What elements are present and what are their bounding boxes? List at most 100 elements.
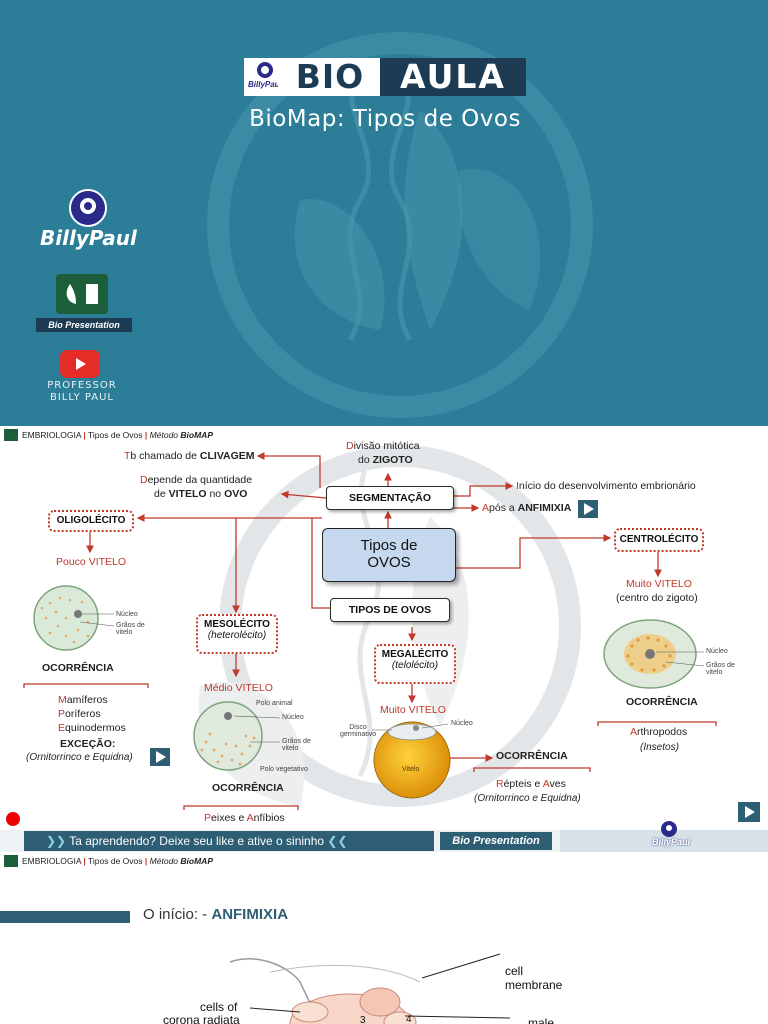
bio-presentation-icon: [4, 855, 18, 867]
oligo-occurrence-list: Mamíferos Poríferos Equinodermos: [58, 694, 126, 734]
brand-aula-text: AULA: [380, 58, 526, 96]
inicio-label: Início do desenvolvimento embrionário: [516, 480, 696, 492]
excecao-label: EXCEÇÃO:: [60, 738, 116, 750]
play-icon: [584, 503, 594, 515]
owl-icon: [69, 189, 107, 227]
mega-ocorrencia: OCORRÊNCIA: [496, 750, 568, 762]
mega-occ-text: épteis e: [503, 778, 541, 790]
record-indicator[interactable]: [6, 812, 20, 826]
tb-text: b chamado de: [130, 450, 197, 462]
inicio-text: nício do desenvolvimento embrionário: [518, 480, 696, 492]
header-method-prefix: Método: [149, 856, 179, 866]
depende-ovo: OVO: [224, 488, 248, 500]
mega-occurrence: Répteis e Aves: [496, 778, 566, 790]
chevron-right-icon: ❯❯: [46, 834, 67, 848]
depende-vitelo: VITELO: [168, 488, 207, 500]
depende-label: Depende da quantidade: [140, 474, 252, 486]
oligo-item: Mamíferos: [58, 694, 126, 706]
tb-clivagem: CLIVAGEM: [199, 450, 255, 462]
graos-label: Grãos de vitelo: [116, 622, 145, 636]
chevron-left-icon: ❮❮: [327, 834, 348, 848]
centro-graos-label: Grãos de vitelo: [706, 662, 735, 676]
center-title-line-2: OVOS: [367, 554, 411, 571]
centro-occ-initial: A: [630, 726, 638, 738]
header-separator: |: [144, 856, 148, 866]
number-3-label: 3: [360, 1015, 366, 1024]
divisao-label: Divisão mitótica: [346, 440, 420, 452]
mega-nucleo-label: Núcleo: [451, 720, 473, 727]
connector-lines: [23, 452, 717, 810]
meso-ocorrencia: OCORRÊNCIA: [212, 782, 284, 794]
bio-presentation-icon: [56, 274, 108, 314]
inicio-initial: I: [516, 480, 519, 492]
footer-bio-presentation: Bio Presentation: [440, 832, 552, 850]
header-method: BioMAP: [180, 856, 213, 866]
billy-paul-mini-logo: BillyPaul: [248, 60, 282, 94]
clivagem-label: Tb chamado de CLIVAGEM: [124, 450, 255, 462]
centro-vitelo-label: Muito VITELO: [626, 578, 692, 590]
segmentacao-node: SEGMENTAÇÃO: [326, 486, 454, 510]
header-topic: Tipos de Ovos: [88, 856, 143, 866]
nucleo-label: Núcleo: [116, 611, 138, 618]
tipos-de-ovos-node: TIPOS DE OVOS: [330, 598, 450, 622]
professor-line-1: PROFESSOR: [47, 380, 117, 391]
centro-occ-text: rthropodos: [637, 726, 688, 738]
anfimixia-slide: EMBRIOLOGIA | Tipos de Ovos | Método Bio…: [0, 852, 768, 1024]
oligo-item-initial: P: [58, 708, 66, 720]
brand-mini-text: BillyPaul: [248, 80, 282, 89]
depende-initial: D: [140, 474, 148, 486]
footer-presentation: Presentation: [473, 835, 540, 847]
tb-initial: T: [124, 450, 131, 462]
title-accent-bar: [0, 911, 130, 923]
next-slide-button[interactable]: [738, 802, 760, 822]
biomap-slide: EMBRIOLOGIA | Tipos de Ovos | Método Bio…: [0, 426, 768, 852]
bio-presentation-text: Bio Presentation: [36, 318, 132, 332]
slide-header: EMBRIOLOGIA | Tipos de Ovos | Método Bio…: [22, 856, 213, 866]
meso-vitelo-label: Médio VITELO: [204, 682, 273, 694]
oligo-item-text: quinodermos: [65, 722, 126, 734]
professor-line-2: BILLY PAUL: [49, 392, 115, 403]
meso-occ-text: nfíbios: [253, 812, 285, 824]
next-slide-button[interactable]: [578, 500, 598, 518]
male-label: male: [528, 1016, 555, 1024]
meso-occurrence: Peixes e Anfíbios: [204, 812, 285, 824]
mega-occ-detail: (Ornitorrinco e Equidna): [474, 793, 581, 804]
next-slide-button[interactable]: [150, 748, 170, 766]
disco-germinativo-label: Disco germinativo: [340, 724, 377, 738]
header-separator: |: [144, 430, 148, 440]
bio-presentation-icon: [4, 429, 18, 441]
center-node: Tipos de OVOS: [322, 528, 456, 582]
meso-occ-initial: P: [204, 812, 212, 824]
divisao-zigoto: ZIGOTO: [372, 454, 413, 466]
youtube-icon[interactable]: [60, 350, 100, 378]
cell-label: cell: [505, 964, 524, 978]
slide-header: EMBRIOLOGIA | Tipos de Ovos | Método Bio…: [22, 430, 213, 440]
divisao-do: do: [358, 454, 370, 466]
header-method: BioMAP: [180, 430, 213, 440]
oligolecito-node: OLIGOLÉCITO: [48, 510, 134, 532]
apos-anfimixia: ANFIMIXIA: [517, 502, 572, 514]
centro-subtitle: (centro do zigoto): [616, 592, 698, 604]
footer-billy-paul-logo: BillyPaul: [646, 820, 696, 850]
meso-occ-initial: A: [246, 812, 254, 824]
mesolecito-cell-illustration: [193, 701, 281, 771]
depende-vitelo-label: de VITELO no OVO: [154, 488, 247, 500]
polo-vegetativo-label: Polo vegetativo: [260, 766, 308, 773]
footer-bio: Bio: [452, 835, 471, 847]
corona-radiata-label: corona radiata: [163, 1013, 240, 1024]
mega-occ-initial: R: [496, 778, 504, 790]
meso-nucleo-label: Núcleo: [282, 714, 304, 721]
mesolecito-node: MESOLÉCITO (heterolécito): [196, 614, 278, 654]
meso-occ-text: eixes e: [211, 812, 245, 824]
mesolecito-subtitle: (heterolécito): [207, 630, 267, 641]
title-slide: BillyPaul BIO AULA BioMap: Tipos de Ovos…: [0, 0, 768, 426]
excecao-detail: (Ornitorrinco e Equidna): [26, 752, 133, 763]
polo-animal-label: Polo animal: [256, 700, 293, 707]
oligolecito-cell-illustration: [33, 585, 115, 651]
oligo-ocorrencia: OCORRÊNCIA: [42, 662, 114, 674]
megalecito-subtitle: (telolécito): [391, 660, 439, 671]
mega-vitelo-label: Muito VITELO: [380, 704, 446, 716]
cells-of-label: cells of: [200, 1000, 238, 1014]
vitelo-label: Vitelo: [402, 766, 420, 773]
centrolecito-cell-illustration: [603, 619, 705, 689]
